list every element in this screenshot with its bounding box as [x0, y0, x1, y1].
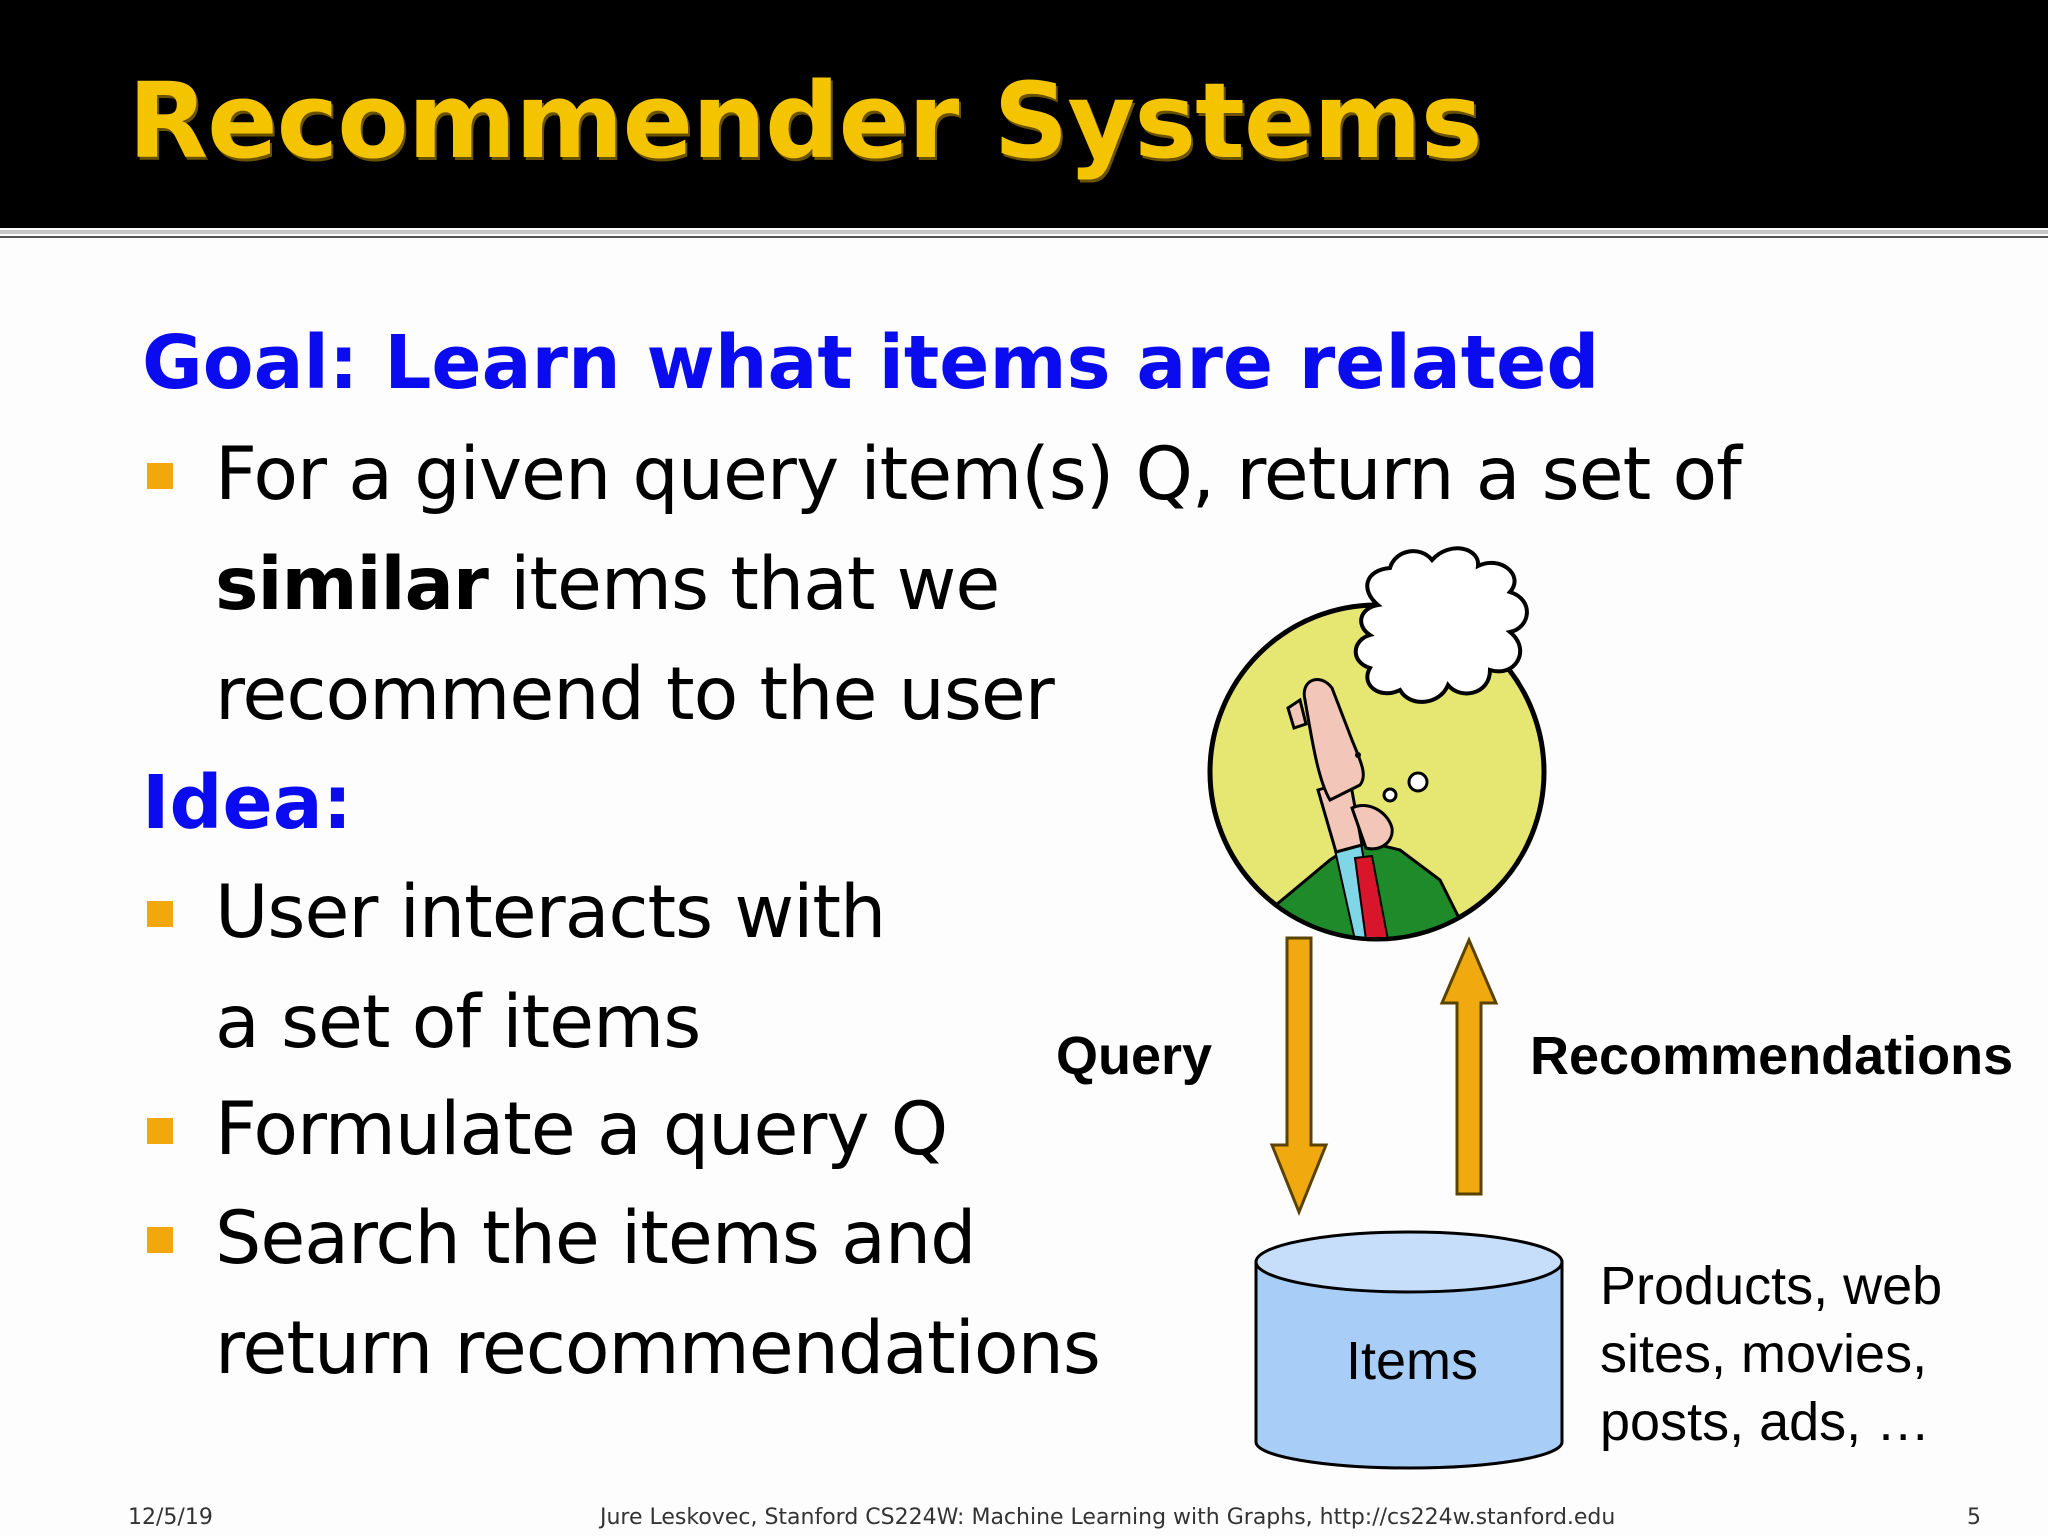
bullet-icon: [147, 463, 173, 489]
title-divider-dark: [0, 236, 2048, 238]
recommendations-label: Recommendations: [1530, 1026, 2014, 1086]
thought-cloud-icon: [1353, 546, 1529, 803]
goal-heading: Goal: Learn what items are related: [142, 320, 1600, 406]
title-divider: [0, 230, 2048, 234]
title-bar: Recommender Systems: [0, 0, 2048, 228]
page-number: 5: [1967, 1505, 1981, 1530]
bullet-icon: [147, 901, 173, 927]
goal-bullet-line1: For a given query item(s) Q, return a se…: [215, 432, 1742, 517]
goal-bullet-line2: similar items that we: [215, 542, 1000, 627]
items-database-icon: [1254, 1230, 1564, 1470]
query-label: Query: [1056, 1026, 1213, 1086]
idea-heading: Idea:: [142, 760, 353, 846]
idea-bullet1-line2: a set of items: [215, 980, 701, 1065]
goal-bullet-line2-rest: items that we: [487, 542, 1000, 627]
items-label: Items: [1345, 1331, 1479, 1391]
idea-bullet3-line1: Search the items and: [215, 1196, 977, 1281]
examples-line: Products, web: [1600, 1256, 1943, 1316]
query-arrow-icon: [1269, 936, 1329, 1217]
idea-bullet3-line2: return recommendations: [215, 1306, 1101, 1391]
examples-line: sites, movies,: [1600, 1324, 1928, 1384]
footer-date: 12/5/19: [128, 1505, 213, 1530]
recommendations-arrow-icon: [1439, 936, 1499, 1196]
goal-bullet-line3: recommend to the user: [215, 652, 1055, 737]
slide-title: Recommender Systems: [128, 60, 1483, 182]
examples-text: Products, web sites, movies, posts, ads,…: [1600, 1252, 1942, 1456]
idea-bullet1-line1: User interacts with: [215, 870, 886, 955]
idea-bullet2: Formulate a query Q: [215, 1087, 948, 1172]
footer-credit: Jure Leskovec, Stanford CS224W: Machine …: [600, 1505, 1616, 1530]
examples-line: posts, ads, …: [1600, 1392, 1931, 1452]
bullet-icon: [147, 1227, 173, 1253]
similar-bold: similar: [215, 542, 489, 627]
bullet-icon: [147, 1118, 173, 1144]
